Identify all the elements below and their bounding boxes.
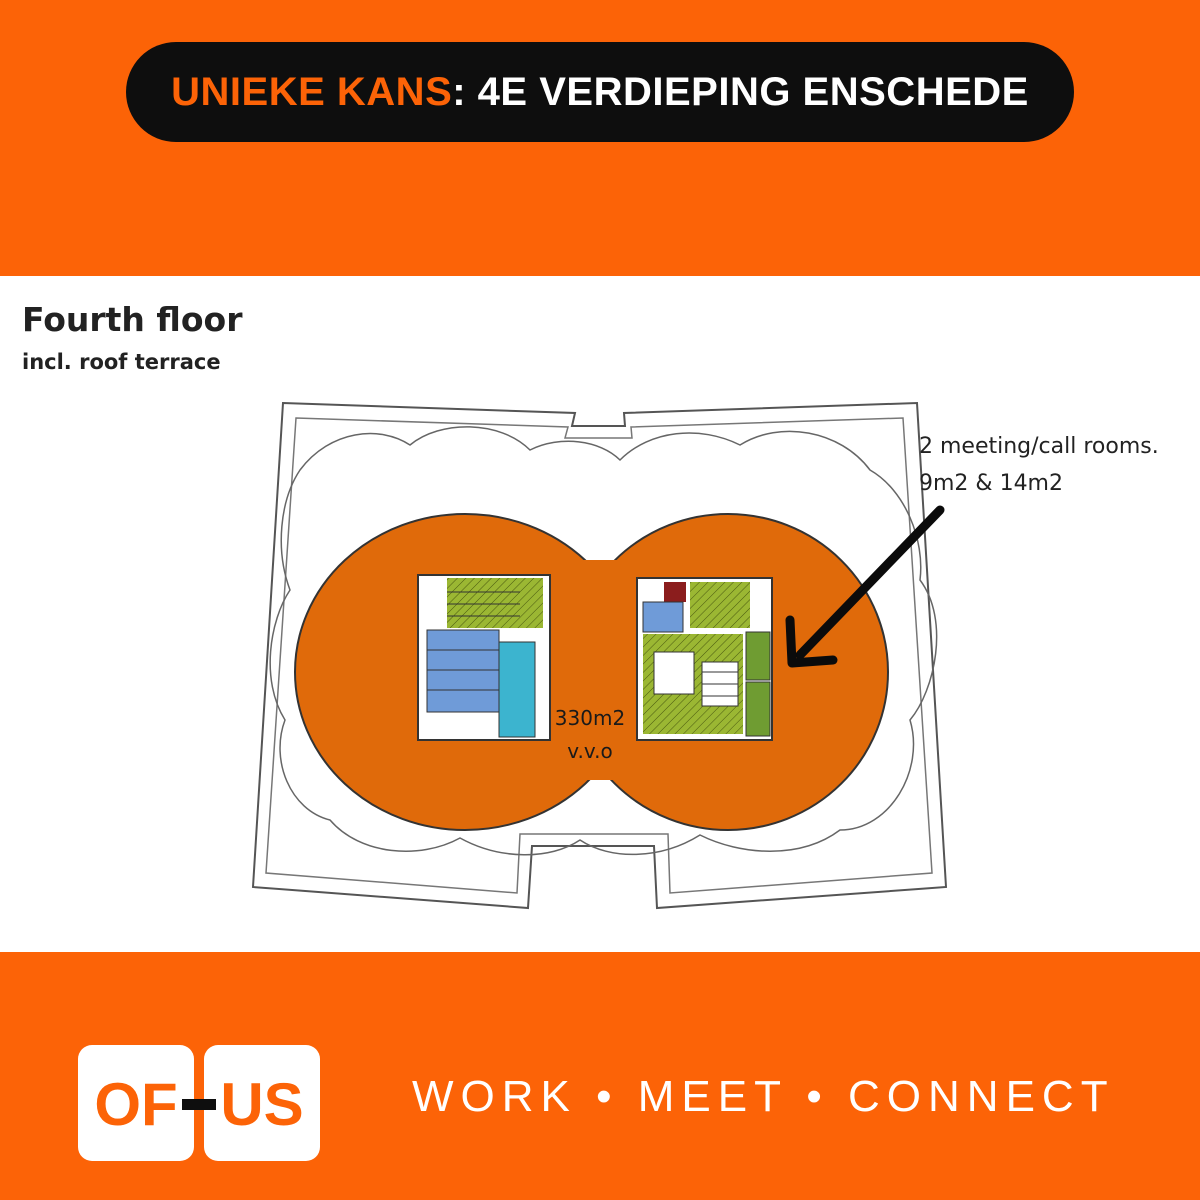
callout-line-2: 9m2 & 14m2	[919, 471, 1063, 496]
roof-terrace-greenery	[269, 426, 938, 856]
callout-line-1: 2 meeting/call rooms.	[919, 434, 1159, 459]
area-value: 330m2	[554, 706, 626, 730]
meeting-rooms-callout: 2 meeting/call rooms. 9m2 & 14m2	[919, 428, 1159, 502]
floor-plan-drawing	[251, 401, 948, 910]
meeting-room-small	[745, 631, 771, 681]
logo-left-text: OF	[94, 1071, 177, 1138]
headline-banner: UNIEKE KANS: 4E VERDIEPING ENSCHEDE	[126, 42, 1074, 142]
right-core	[636, 577, 773, 741]
meeting-room-large	[745, 681, 771, 737]
area-note: v.v.o	[567, 739, 613, 763]
headline-accent: UNIEKE KANS	[171, 69, 453, 114]
headline-rest: : 4E VERDIEPING ENSCHEDE	[452, 69, 1029, 114]
logo-right-text: US	[220, 1071, 303, 1138]
plan-title: Fourth floor	[22, 300, 243, 339]
building-outline	[251, 401, 948, 910]
left-core	[417, 574, 551, 741]
plan-subtitle: incl. roof terrace	[22, 350, 221, 374]
floor-area-label: 330m2 v.v.o	[548, 702, 632, 768]
headline-text: UNIEKE KANS: 4E VERDIEPING ENSCHEDE	[171, 70, 1029, 115]
building-inner-outline	[265, 417, 933, 894]
tagline: WORK • MEET • CONNECT	[412, 1072, 1115, 1121]
floor-area	[294, 513, 889, 831]
callout-arrow	[785, 505, 945, 668]
of-us-logo: OF US	[78, 1045, 320, 1161]
